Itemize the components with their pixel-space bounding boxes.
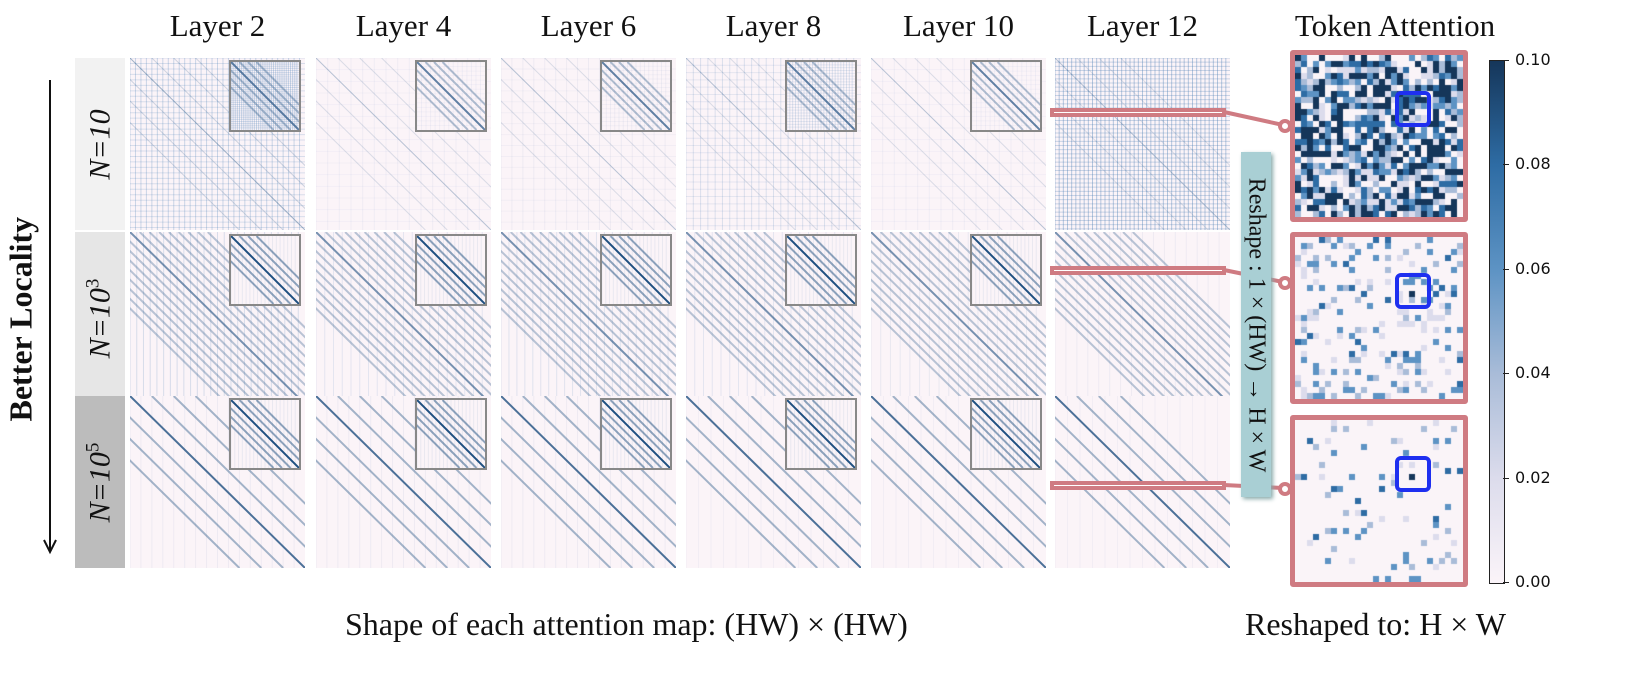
column-header: Layer 8: [725, 8, 822, 43]
column-header: Layer 10: [902, 8, 1015, 43]
attention-map: [686, 232, 861, 404]
zoomed-inset: [785, 234, 857, 306]
zoomed-inset: [600, 398, 672, 470]
attention-map: [871, 232, 1046, 404]
locality-arrow: [43, 80, 57, 555]
zoomed-inset: [970, 398, 1042, 470]
attention-map: [1055, 58, 1230, 230]
zoomed-inset: [970, 60, 1042, 132]
attention-map: [130, 232, 305, 404]
attention-map: [871, 396, 1046, 568]
zoomed-inset: [415, 234, 487, 306]
zoomed-inset: [415, 398, 487, 470]
column-header: Layer 2: [169, 8, 266, 43]
query-token-highlight: [1395, 91, 1431, 127]
attention-map: [316, 58, 491, 230]
column-header: Layer 4: [355, 8, 452, 43]
row-label: N=105: [75, 396, 125, 568]
column-header: Layer 12: [1086, 8, 1199, 43]
footer-right-caption: Reshaped to: H × W: [1245, 606, 1506, 642]
reshape-label-box: Reshape : 1 × (HW) → H × W: [1241, 152, 1271, 497]
colorbar-tick: 0.08: [1503, 154, 1551, 173]
attention-map: [501, 396, 676, 568]
row-label: N=103: [75, 232, 125, 404]
zoomed-inset: [229, 398, 301, 470]
attention-map: [686, 58, 861, 230]
attention-map: [130, 58, 305, 230]
column-header: Layer 6: [540, 8, 637, 43]
token-attention-header: Token Attention: [1294, 8, 1496, 43]
zoomed-inset: [600, 60, 672, 132]
row-label: N=10: [75, 58, 125, 230]
colorbar: [1489, 60, 1505, 584]
zoomed-inset: [785, 398, 857, 470]
attention-map: [1055, 232, 1230, 404]
zoomed-inset: [970, 234, 1042, 306]
colorbar-tick: 0.00: [1503, 572, 1551, 591]
attention-map: [316, 232, 491, 404]
zoomed-inset: [785, 60, 857, 132]
colorbar-tick: 0.02: [1503, 468, 1551, 487]
attention-map: [871, 58, 1046, 230]
attention-map: [316, 396, 491, 568]
zoomed-inset: [600, 234, 672, 306]
token-attention-map: [1290, 415, 1468, 587]
attention-map: [130, 396, 305, 568]
query-token-highlight: [1395, 456, 1431, 492]
zoomed-inset: [229, 60, 301, 132]
zoomed-inset: [415, 60, 487, 132]
reshape-label: Reshape : 1 × (HW) → H × W: [1243, 177, 1270, 472]
colorbar-tick: 0.04: [1503, 363, 1551, 382]
colorbar-tick: 0.06: [1503, 259, 1551, 278]
attention-map: [501, 232, 676, 404]
attention-map: [686, 396, 861, 568]
footer-left-caption: Shape of each attention map: (HW) × (HW): [345, 606, 908, 642]
attention-map: [501, 58, 676, 230]
token-attention-map: [1290, 232, 1468, 404]
colorbar-tick: 0.10: [1503, 50, 1551, 69]
token-attention-map: [1290, 50, 1468, 222]
query-token-highlight: [1395, 273, 1431, 309]
zoomed-inset: [229, 234, 301, 306]
